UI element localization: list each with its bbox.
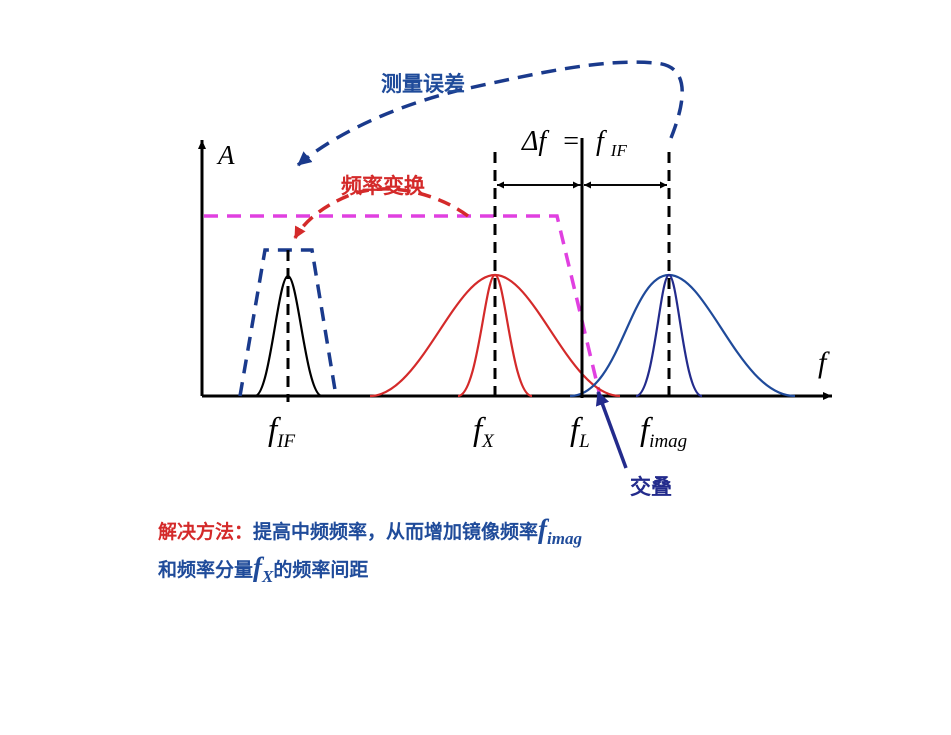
delta-f-equals: =	[563, 126, 579, 157]
delta-f-rhs: f	[596, 126, 607, 157]
solution-line2-post: 的频率间距	[273, 559, 369, 581]
delta-f-rhs-sub: IF	[610, 141, 628, 160]
fx-narrow-curve	[457, 273, 533, 398]
label-f-x: fX	[473, 412, 495, 452]
label-f-l: fL	[570, 412, 590, 452]
label-f-imag: fimag	[640, 412, 687, 452]
solution-fx-sub: X	[262, 567, 274, 586]
overlap-label: 交叠	[630, 475, 672, 499]
solution-fx-symbol: f	[253, 552, 263, 582]
freq-conversion-label: 频率变换	[341, 174, 426, 198]
delta-f-lhs: Δf	[521, 126, 549, 157]
overlap-arrow	[595, 391, 628, 469]
solution-line2-pre: 和频率分量	[158, 559, 254, 581]
solution-line-2: 和频率分量fX的频率间距	[158, 552, 369, 586]
y-axis-label: A	[216, 140, 235, 170]
solution-line-1: 解决方法：提高中频频率，从而增加镜像频率fimag	[158, 514, 582, 548]
solution-fimag-sub: imag	[547, 529, 582, 548]
measurement-error-arrow	[296, 60, 684, 167]
delta-f-equation: Δf = f IF	[521, 126, 627, 160]
fimag-narrow-curve	[635, 273, 703, 398]
solution-label: 解决方法：	[158, 521, 254, 543]
bandpass-filter-outline	[204, 214, 602, 397]
x-axis-label: f	[818, 346, 830, 379]
solution-text: 提高中频频率，从而增加镜像频率	[253, 521, 539, 543]
freq-conversion-arrow	[293, 187, 470, 239]
measurement-error-label: 测量误差	[381, 72, 465, 96]
solution-fimag-symbol: f	[538, 514, 548, 544]
label-f-if: fIF	[268, 412, 295, 452]
